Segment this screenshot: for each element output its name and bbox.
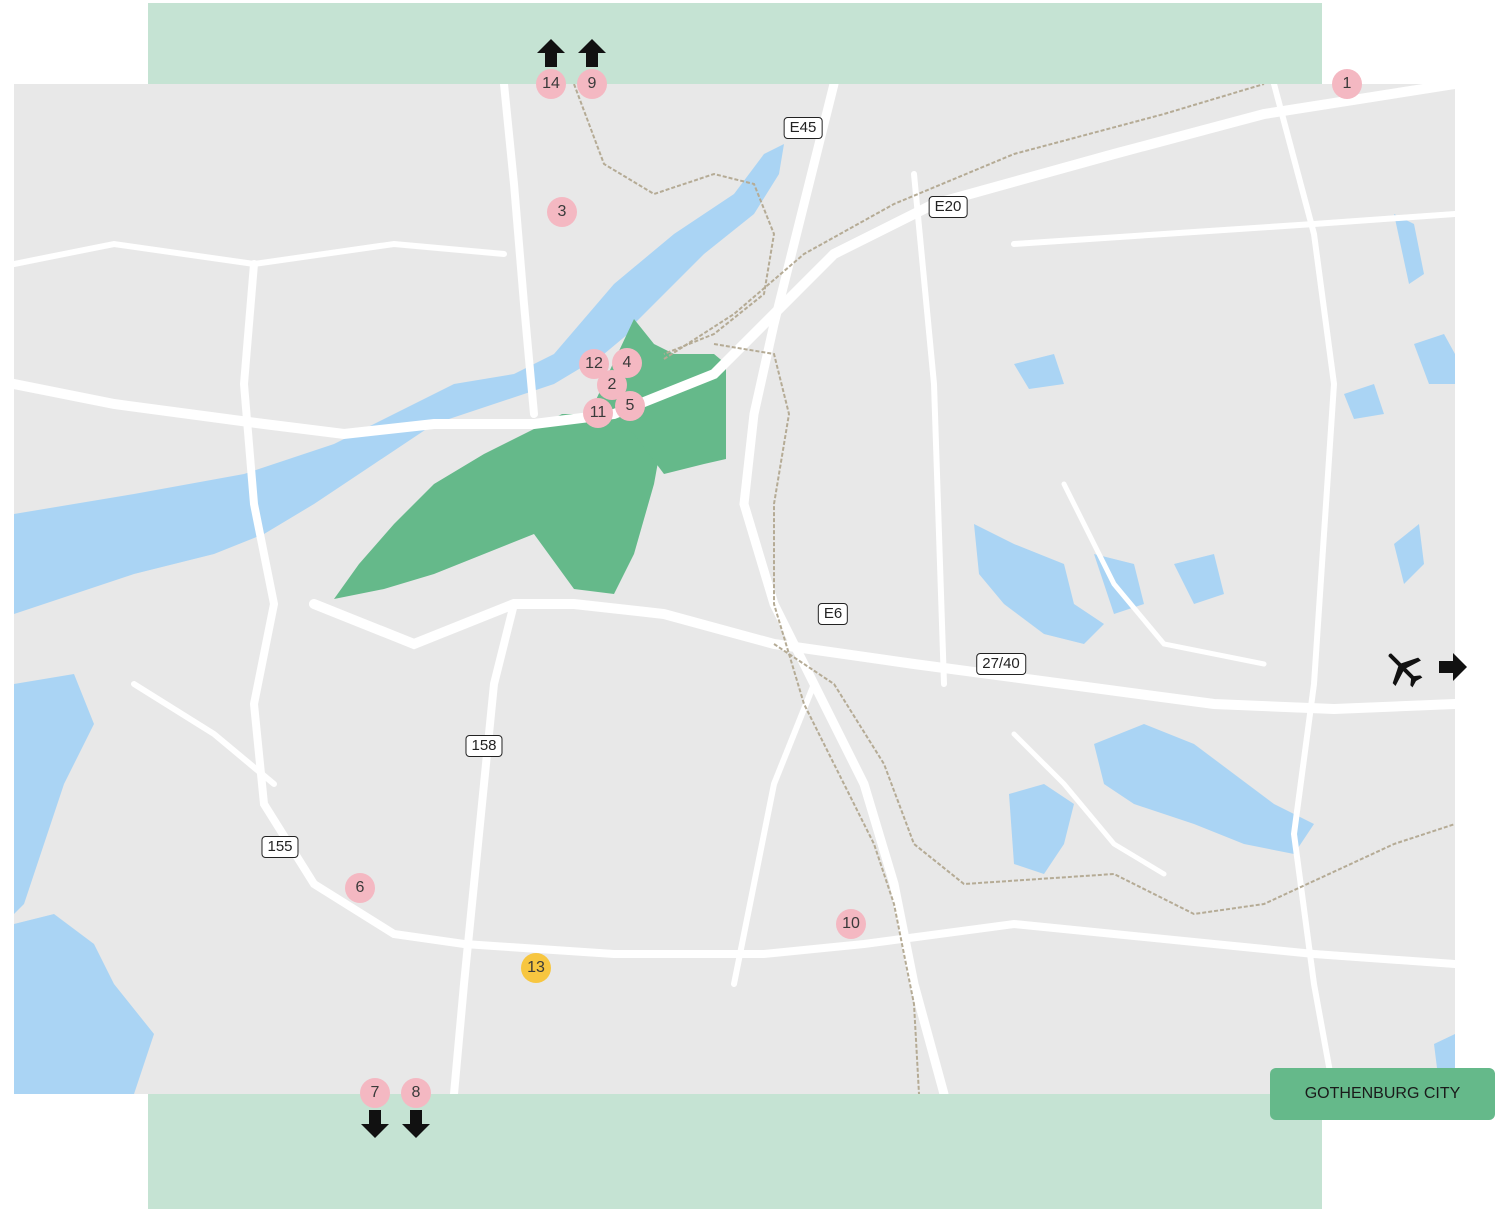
marker-5[interactable]: 5 (615, 391, 645, 421)
marker-4[interactable]: 4 (612, 348, 642, 378)
road-label-155: 155 (261, 836, 299, 858)
marker-7[interactable]: 7 (360, 1078, 390, 1108)
arrow-down-icon (402, 1110, 430, 1138)
bottom-band (148, 1094, 1322, 1209)
city-badge: GOTHENBURG CITY (1270, 1068, 1495, 1120)
marker-11[interactable]: 11 (583, 398, 613, 428)
water-layer (14, 144, 1455, 1094)
arrow-right-icon (1439, 653, 1467, 681)
road-label-27-40: 27/40 (976, 653, 1026, 675)
road-layer (14, 84, 1455, 1094)
marker-13[interactable]: 13 (521, 953, 551, 983)
marker-6[interactable]: 6 (345, 873, 375, 903)
road-label-158: 158 (465, 735, 503, 757)
road-label-e45: E45 (783, 117, 823, 139)
marker-3[interactable]: 3 (547, 197, 577, 227)
arrow-down-icon (361, 1110, 389, 1138)
top-band (148, 3, 1322, 85)
map-canvas (14, 84, 1455, 1094)
arrow-up-icon (578, 39, 606, 67)
arrow-up-icon (537, 39, 565, 67)
marker-9[interactable]: 9 (577, 69, 607, 99)
marker-12[interactable]: 12 (579, 349, 609, 379)
marker-8[interactable]: 8 (401, 1078, 431, 1108)
marker-14[interactable]: 14 (536, 69, 566, 99)
marker-10[interactable]: 10 (836, 909, 866, 939)
airplane-icon (1388, 653, 1423, 688)
road-label-e6: E6 (817, 603, 849, 625)
map-area[interactable] (14, 84, 1455, 1094)
marker-1[interactable]: 1 (1332, 69, 1362, 99)
road-label-e20: E20 (928, 196, 968, 218)
railway-layer (573, 84, 1455, 1094)
